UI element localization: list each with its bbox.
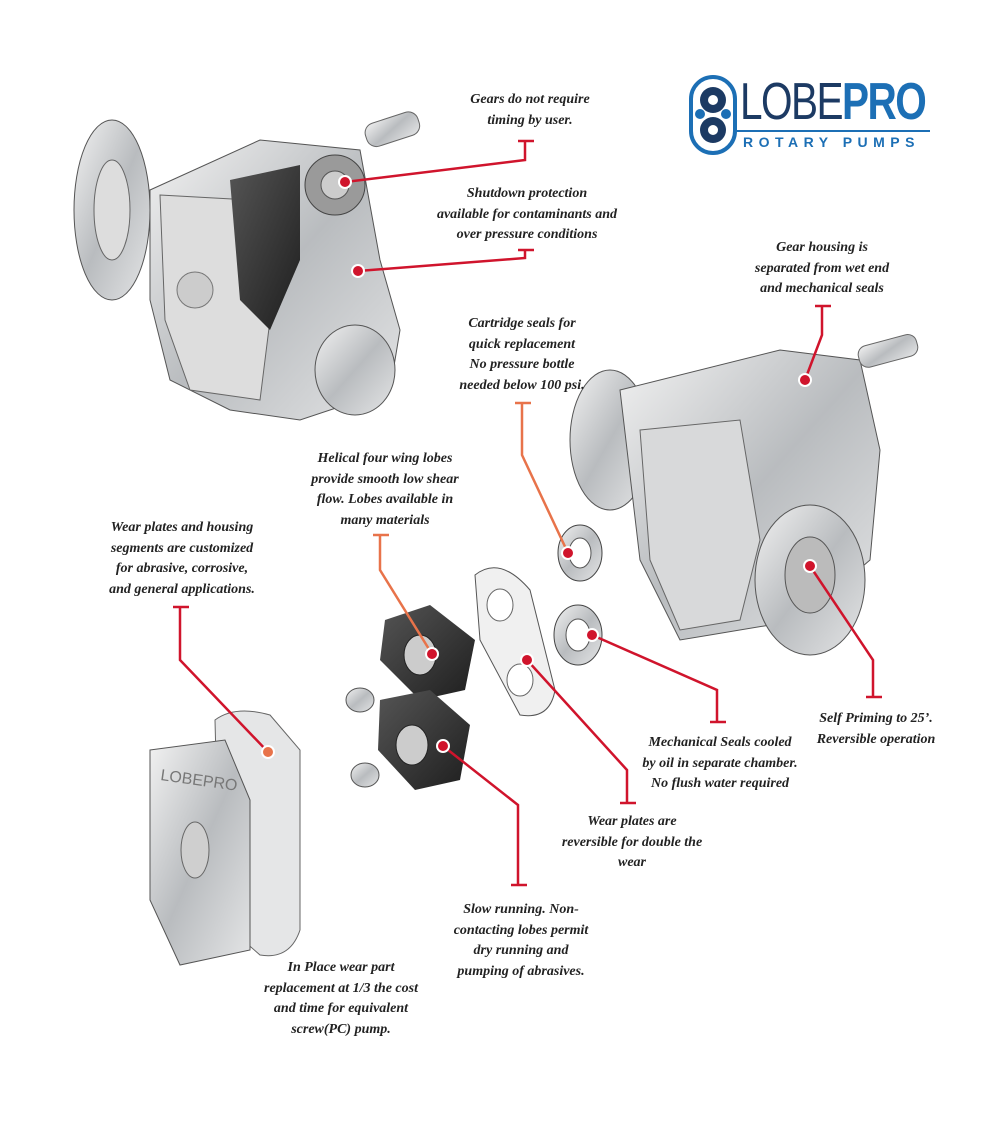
callout-line-text: needed below 100 psi.	[459, 377, 585, 393]
callout-in-place-replacement: In Place wear part replacement at 1/3 the…	[264, 958, 418, 1040]
callout-gears: Gears do not require timing by user.	[470, 90, 589, 131]
callout-line-text: Reversible operation	[816, 731, 936, 747]
callout-dots	[261, 175, 817, 759]
callout-line-text: replacement at 1/3 the cost	[264, 980, 418, 996]
callout-line-text: and mechanical seals	[760, 281, 884, 296]
callout-line-text: Wear plates and housing	[110, 520, 254, 535]
callout-line-text: segments are customized	[110, 540, 254, 556]
callout-line-text: provide smooth low shear	[311, 471, 459, 487]
callout-line-text: reversible for double the	[561, 834, 703, 850]
callout-line-text: In Place wear part	[287, 960, 395, 975]
logo-tagline: ROTARY PUMPS	[743, 134, 920, 150]
callout-line-text: Gears do not require	[470, 92, 590, 107]
callout-mechanical-seals: Mechanical Seals cooled by oil in separat…	[642, 733, 797, 795]
callout-line-text: over pressure conditions	[456, 227, 598, 242]
callout-line-text: Cartridge seals for	[468, 316, 576, 331]
lobepro-logo: LOBEPRO ROTARY PUMPS	[688, 74, 933, 156]
callout-gear-housing: Gear housing is separated from wet end and…	[755, 238, 889, 300]
callout-line-text: many materials	[340, 512, 430, 528]
callout-line-text: wear	[618, 855, 646, 870]
callout-line-text: Self Priming to 25’.	[819, 711, 933, 726]
callout-line-text: Wear plates are	[587, 814, 677, 829]
cutaway-pump	[73, 111, 421, 421]
callout-line-text: pumping of abrasives.	[457, 963, 585, 979]
callout-line-text: quick replacement	[468, 336, 576, 352]
callout-line-text: Mechanical Seals cooled	[648, 735, 792, 750]
logo-word-lobe: LOBE	[740, 73, 844, 131]
logo-word-pro: PRO	[841, 73, 927, 131]
callout-shutdown: Shutdown protection available for contami…	[437, 184, 617, 246]
callout-wear-plates-reversible: Wear plates are reversible for double the…	[562, 812, 702, 874]
callout-wear-housing: Wear plates and housing segments are cust…	[109, 518, 255, 600]
callout-self-priming: Self Priming to 25’. Reversible operation	[817, 709, 936, 750]
callout-line-text: Helical four wing lobes	[317, 451, 453, 466]
callout-slow-running: Slow running. Non-contacting lobes permi…	[454, 900, 589, 982]
callout-line-text: No pressure bottle	[469, 357, 575, 372]
lobe-icon	[689, 75, 737, 155]
callout-line-text: and general applications.	[109, 581, 255, 597]
callout-line-text: for abrasive, corrosive,	[115, 561, 249, 576]
callout-line-text: No flush water required	[650, 776, 790, 791]
callout-helical-lobes: Helical four wing lobes provide smooth lo…	[311, 449, 458, 531]
callout-line-text: flow. Lobes available in	[316, 492, 454, 507]
callout-line-text: contacting lobes permit	[453, 922, 589, 938]
callout-lines	[173, 139, 882, 887]
callout-line-text: available for contaminants and	[436, 206, 618, 222]
callout-line-text: screw(PC) pump.	[291, 1021, 391, 1037]
callout-line-text: and time for equivalent	[273, 1001, 409, 1016]
logo-divider	[736, 130, 930, 132]
callout-line-text: Shutdown protection	[466, 186, 588, 201]
callout-line-text: Slow running. Non-	[463, 902, 579, 917]
callout-line-text: Gear housing is	[776, 240, 868, 255]
callout-line-text: timing by user.	[487, 112, 573, 128]
assembled-pump	[569, 334, 919, 656]
callout-cartridge-seals: Cartridge seals for quick replacement No p…	[459, 314, 584, 396]
callout-line-text: by oil in separate chamber.	[642, 755, 798, 771]
callout-line-text: dry running and	[473, 943, 569, 958]
callout-line-text: separated from wet end	[754, 260, 890, 276]
